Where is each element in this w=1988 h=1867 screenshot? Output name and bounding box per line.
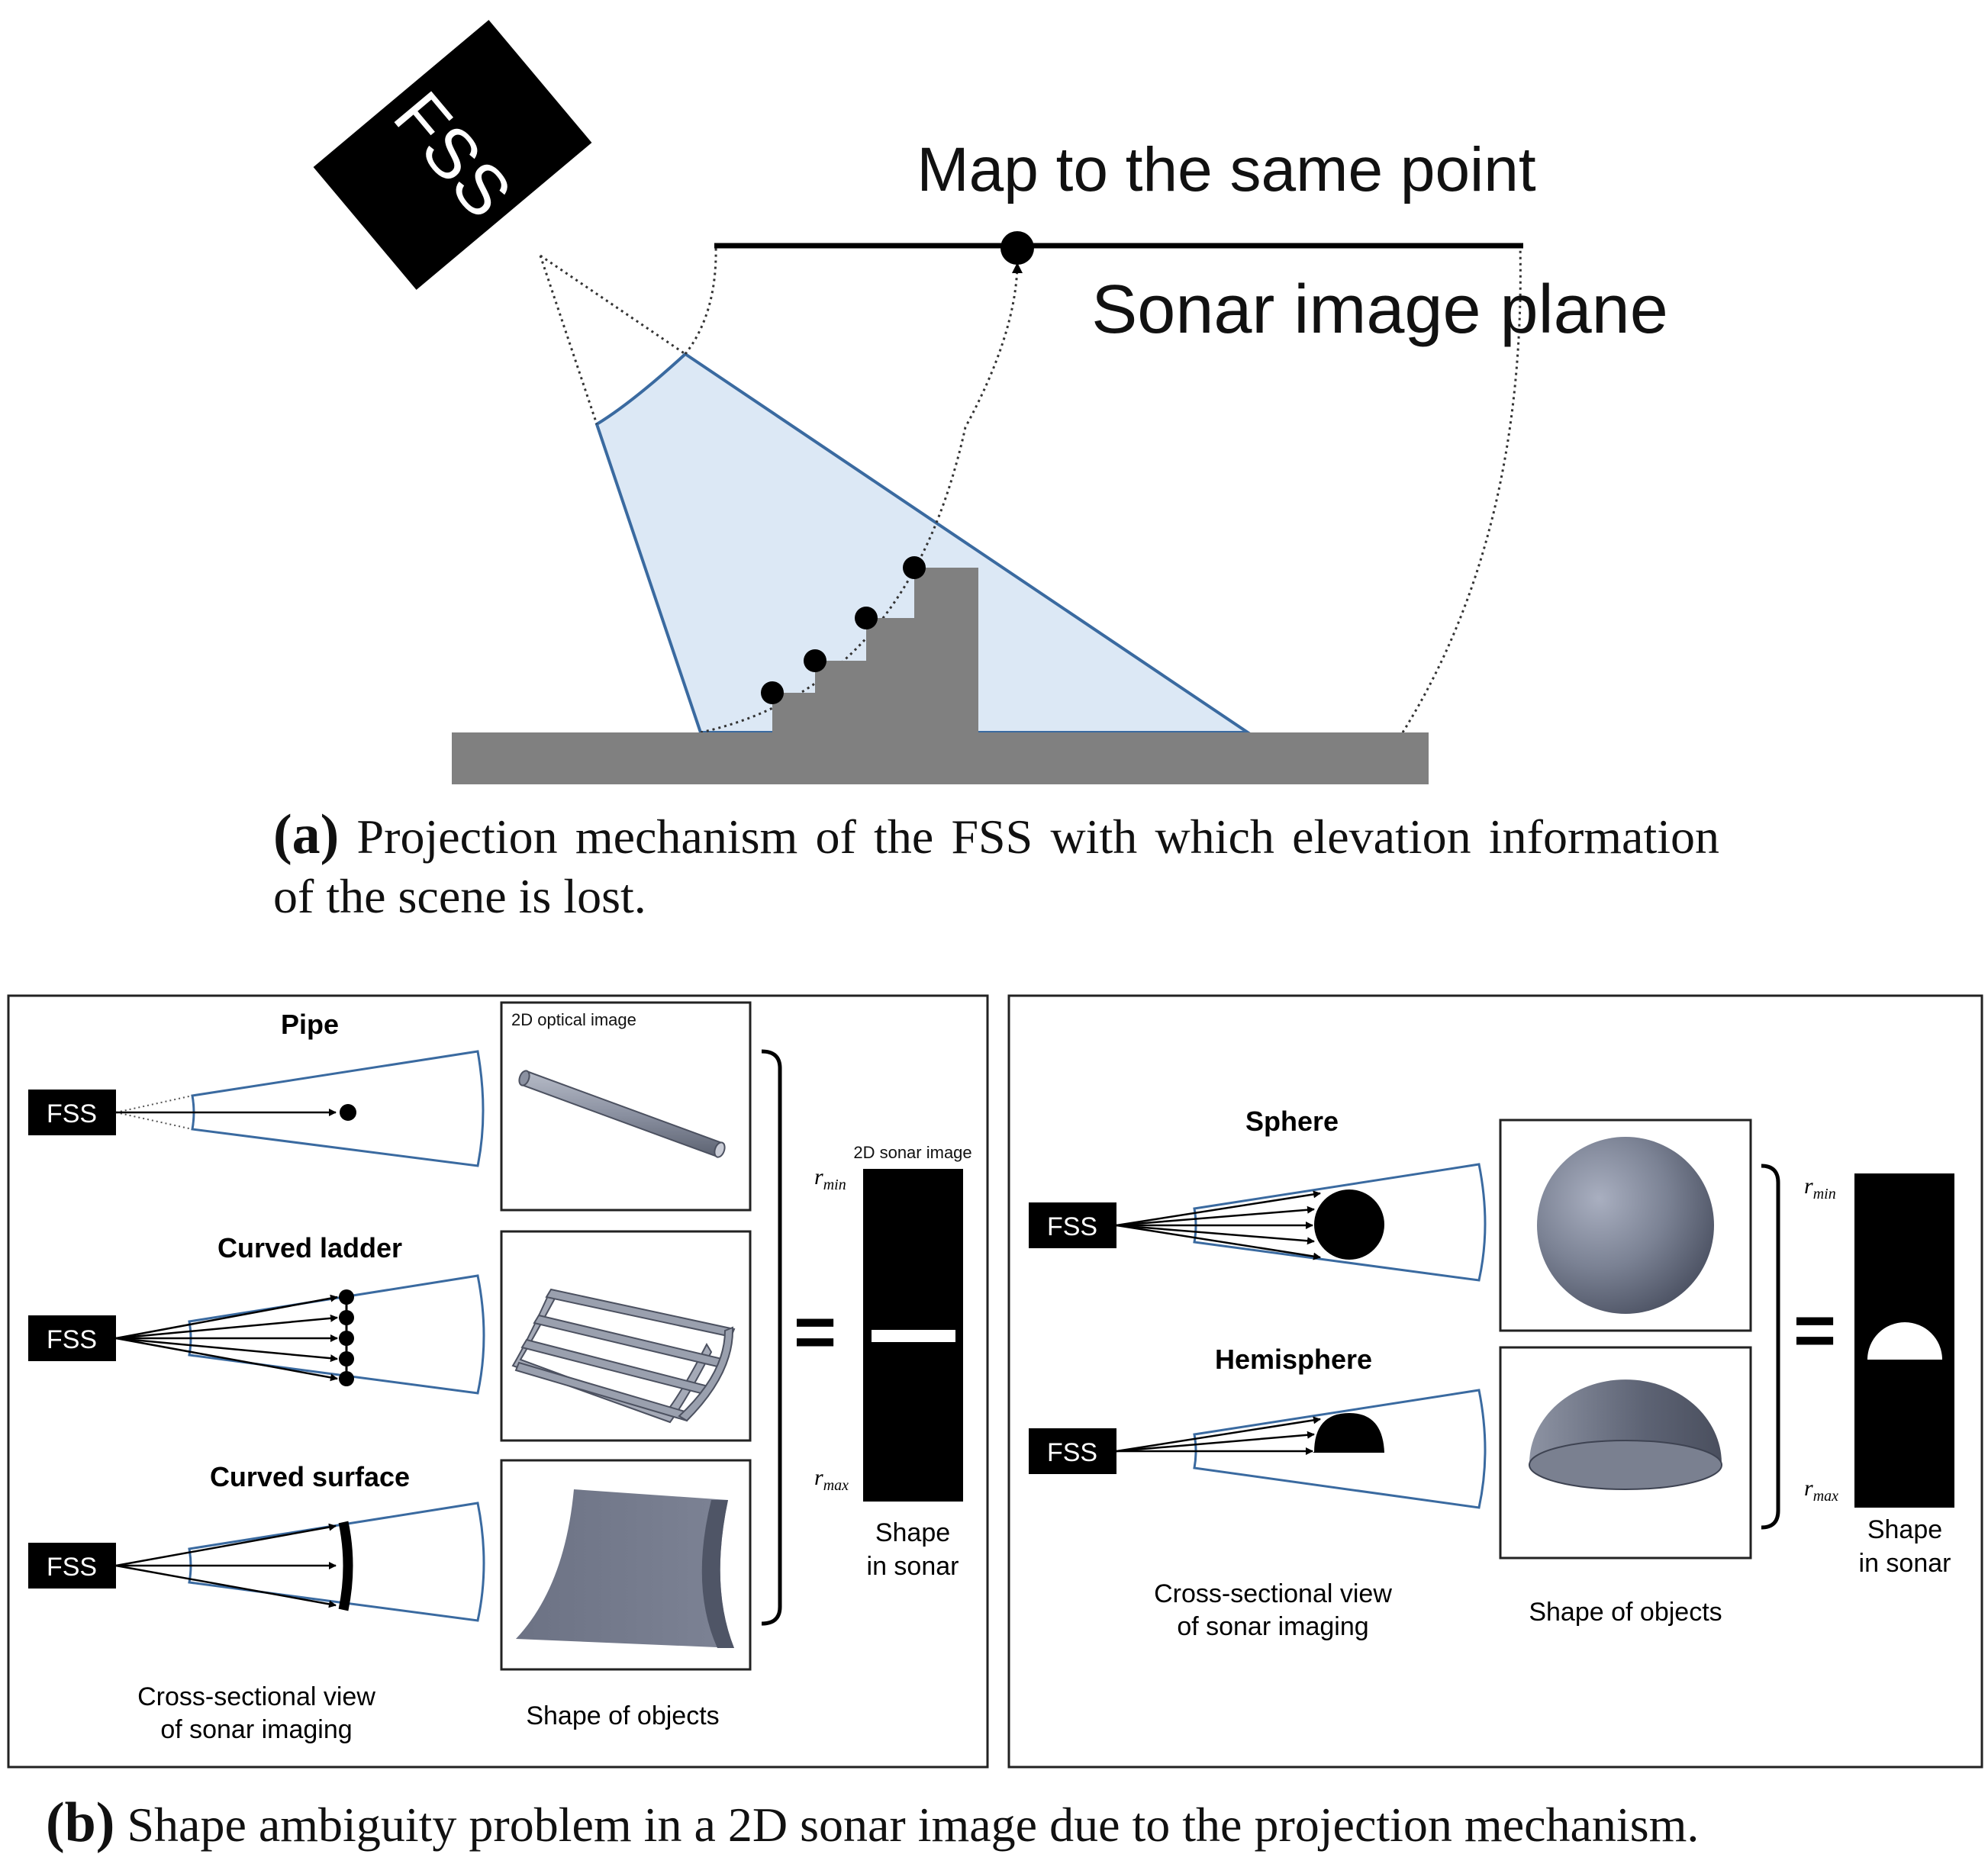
beam-ladder [188,1274,485,1395]
cross-section-label-line1-right: Cross-sectional view [1154,1579,1392,1608]
step-point-3 [855,607,878,629]
r-min-right: rmin [1804,1173,1836,1202]
fss-box-sphere: FSS [1029,1202,1116,1248]
rays-sphere [1116,1190,1321,1260]
panel-b-left: Pipe FSS Curved ladder FSS [7,994,989,1769]
sonar-hemisphere-return [1867,1322,1942,1360]
caption-a-label: (a) [273,803,340,866]
hemisphere-cross-section-cap [1314,1413,1384,1453]
step-point-1 [761,681,784,704]
pipe-render [518,1070,726,1158]
shape-in-sonar-line2-left: in sonar [867,1552,959,1581]
beam-pipe-ext-lower [115,1112,193,1130]
r-max-left: rmax [814,1465,849,1494]
curved-surface-render [516,1489,734,1648]
fss-sensor: FSS [313,20,592,290]
caption-a: (a) Projection mechanism of the FSS with… [273,805,1719,926]
shape-in-sonar-line2-right: in sonar [1859,1549,1951,1578]
shape-in-sonar-line1-right: Shape [1867,1515,1942,1544]
beam-sphere [1193,1163,1487,1282]
sphere-cross-section [1314,1189,1384,1260]
map-to-same-point-label: Map to the same point [917,135,1536,204]
caption-a-text: Projection mechanism of the FSS with whi… [273,810,1720,923]
fss-label-ladder: FSS [47,1325,97,1354]
panel-b-right: Sphere FSS Hemisphere FSS [1007,994,1983,1769]
pipe-title: Pipe [281,1009,339,1040]
r-min-left: rmin [814,1164,846,1193]
hemisphere-render [1529,1379,1722,1490]
cross-section-label-line1-left: Cross-sectional view [137,1682,375,1711]
panel-b-right-frame [1007,994,1983,1769]
bracket-left [761,1049,782,1626]
beam-pipe [191,1050,485,1167]
shape-of-objects-label-right: Shape of objects [1529,1598,1722,1627]
beam-surface [188,1502,485,1622]
sphere-render [1537,1137,1714,1314]
equals-left: = [794,1291,836,1373]
sonar-image-plane-label: Sonar image plane [1091,272,1668,348]
shape-in-sonar-line1-left: Shape [875,1518,950,1547]
ladder-rung-points [339,1289,354,1386]
projection-arc-far [1401,245,1522,733]
ladder-render [511,1288,736,1424]
step-point-4 [903,556,926,579]
cross-section-label-line2-left: of sonar imaging [160,1715,352,1744]
rays-ladder [115,1294,338,1382]
surface-title: Curved surface [210,1461,410,1492]
projection-arc-step [700,266,1019,734]
curved-surface-cross-section [338,1521,353,1611]
ground [452,732,1429,784]
panel-a: FSS Map to the same point Sonar image pl… [313,20,1668,784]
caption-b-text: Shape ambiguity problem in a 2D sonar im… [127,1798,1700,1852]
sonar-return-line [872,1330,955,1342]
caption-b-label: (b) [46,1791,115,1854]
optical-box-pipe [500,1001,752,1212]
pipe-cross-section [340,1104,356,1121]
panel-b-left-frame [7,994,989,1769]
optical-image-label: 2D optical image [511,1010,636,1029]
fss-label-pipe: FSS [47,1099,97,1128]
sphere-title: Sphere [1245,1106,1339,1137]
step-point-2 [804,649,826,672]
same-point-marker [1000,231,1034,265]
fss-box-pipe: FSS [28,1090,116,1135]
ladder-title: Curved ladder [217,1232,402,1263]
fss-box-surface: FSS [28,1543,116,1589]
r-max-right: rmax [1804,1476,1838,1505]
sonar-image-label: 2D sonar image [853,1143,971,1162]
fss-label-sphere: FSS [1047,1212,1097,1241]
fss-label-hemisphere: FSS [1047,1438,1097,1467]
caption-b: (b) Shape ambiguity problem in a 2D sona… [46,1793,1954,1855]
rays-hemisphere [1116,1416,1321,1455]
shape-of-objects-label-left: Shape of objects [526,1701,719,1730]
hemisphere-title: Hemisphere [1215,1344,1372,1375]
equals-right: = [1793,1289,1836,1371]
fss-label-surface: FSS [47,1553,97,1582]
rays-surface [115,1523,337,1608]
beam-pipe-ext-upper [115,1095,193,1113]
staircase-object [772,568,978,732]
beam-extension-lower [539,255,598,425]
beam-extension-upper [540,254,686,356]
projection-arc-near [684,245,717,355]
beam-hemisphere [1193,1389,1487,1509]
bracket-right [1761,1164,1780,1530]
fss-box-hemisphere: FSS [1029,1428,1116,1474]
fss-box-ladder: FSS [28,1315,116,1361]
cross-section-label-line2-right: of sonar imaging [1177,1612,1368,1641]
